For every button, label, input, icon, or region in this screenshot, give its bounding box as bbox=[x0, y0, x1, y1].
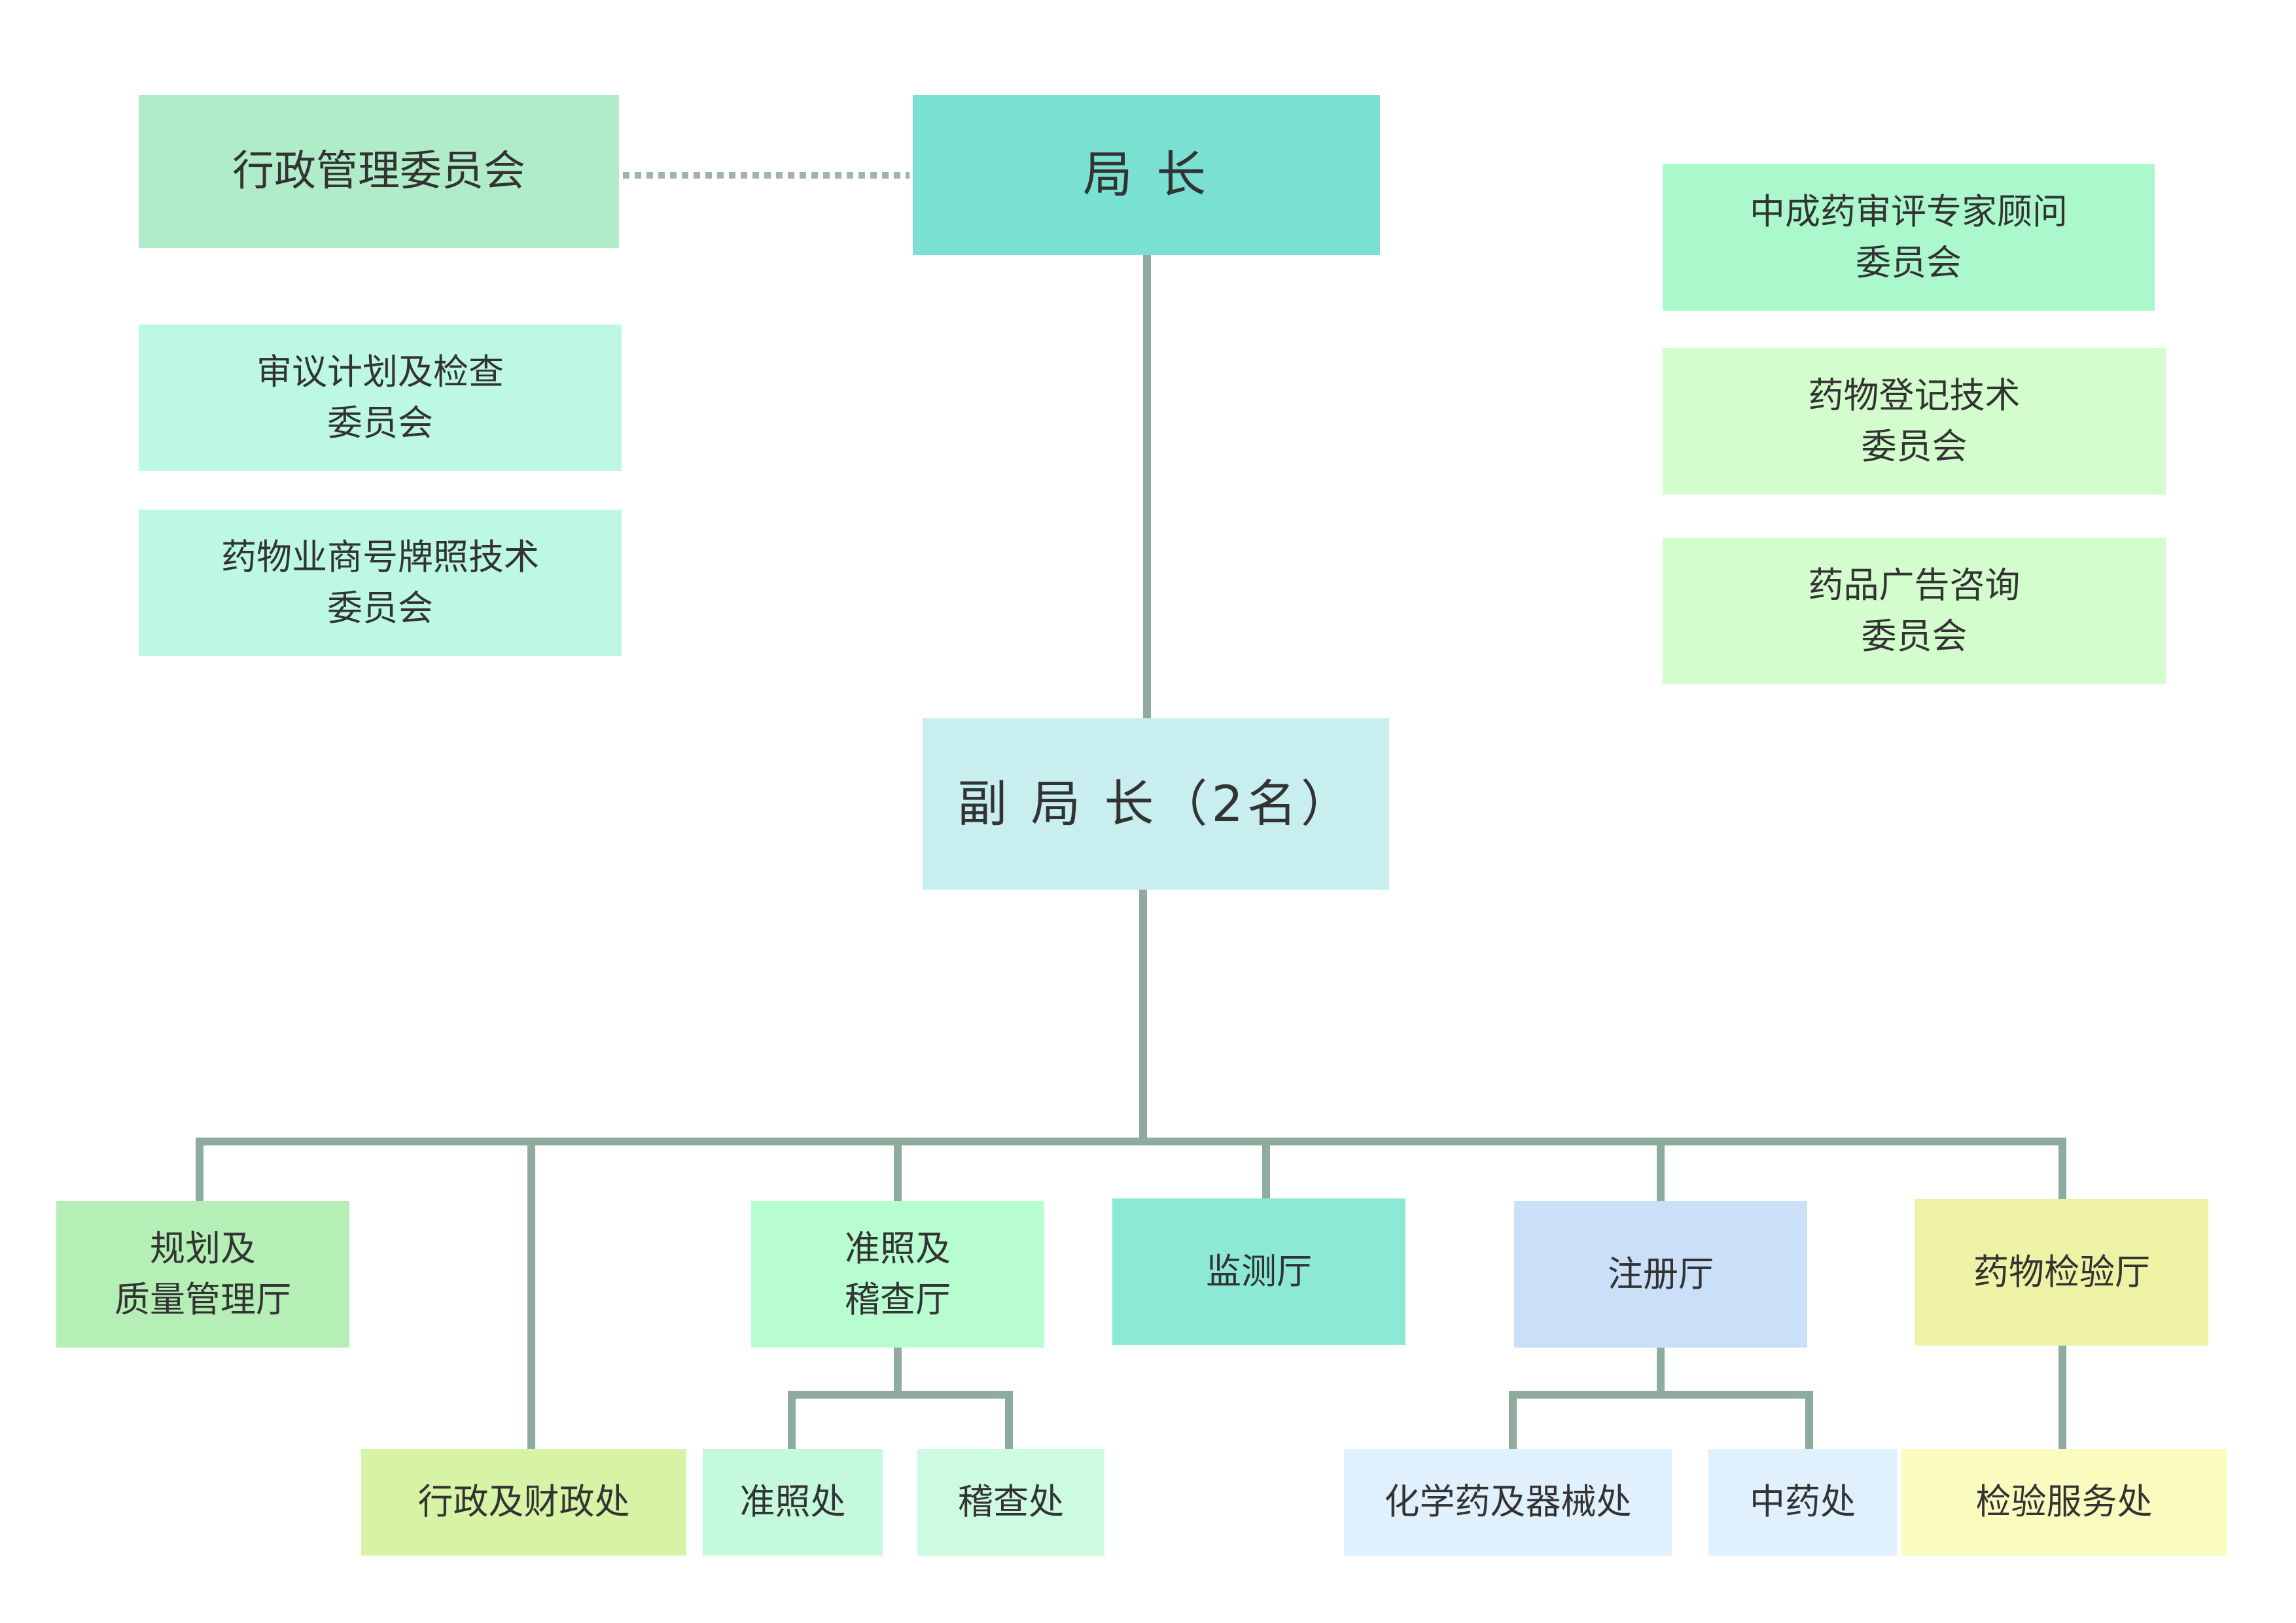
register-dept-box: 注册厅 bbox=[1514, 1201, 1807, 1348]
trade-committee-line2: 委员会 bbox=[327, 587, 433, 629]
tcm-office-box: 中药处 bbox=[1708, 1449, 1897, 1556]
tcm-office-label: 中药处 bbox=[1750, 1481, 1856, 1523]
monitoring-dept-label: 监测厅 bbox=[1206, 1250, 1312, 1292]
planning-dept-line1: 规划及 bbox=[150, 1227, 256, 1269]
registration-committee-line1: 药物登记技术 bbox=[1808, 374, 2021, 416]
planning-dept-line2: 质量管理厅 bbox=[115, 1279, 291, 1320]
admin-committee-label: 行政管理委员会 bbox=[232, 147, 525, 196]
trade-committee-line1: 药物业商号牌照技术 bbox=[221, 536, 539, 578]
testing-dept-box: 药物检验厅 bbox=[1915, 1199, 2208, 1346]
monitoring-dept-box: 监测厅 bbox=[1112, 1198, 1405, 1345]
chemical-office-box: 化学药及器械处 bbox=[1344, 1449, 1672, 1556]
admin-finance-office-label: 行政及财政处 bbox=[417, 1481, 630, 1523]
license-office-box: 准照处 bbox=[703, 1449, 883, 1556]
registration-committee-text: 药物登记技术 委员会 bbox=[1809, 370, 2021, 473]
licensing-dept-line1: 准照及 bbox=[845, 1227, 951, 1269]
deputy-box: 副 局 长（2名） bbox=[923, 718, 1389, 890]
licensing-dept-line2: 稽查厅 bbox=[845, 1279, 951, 1320]
review-committee-box: 审议计划及检查 委员会 bbox=[139, 324, 622, 471]
testing-office-label: 检验服务处 bbox=[1975, 1481, 2153, 1523]
director-label: 局 长 bbox=[1082, 145, 1210, 204]
licensing-dept-text: 准照及 稽查厅 bbox=[845, 1223, 951, 1326]
register-dept-label: 注册厅 bbox=[1608, 1253, 1714, 1295]
testing-office-box: 检验服务处 bbox=[1901, 1449, 2227, 1556]
trade-committee-text: 药物业商号牌照技术 委员会 bbox=[221, 532, 539, 635]
review-committee-line1: 审议计划及检查 bbox=[256, 351, 504, 393]
tcm-committee-text: 中成药审评专家顾问 委员会 bbox=[1750, 186, 2068, 289]
director-box: 局 长 bbox=[913, 95, 1380, 255]
testing-dept-label: 药物检验厅 bbox=[1973, 1251, 2150, 1293]
licensing-dept-box: 准照及 稽查厅 bbox=[751, 1201, 1044, 1348]
ad-committee-line2: 委员会 bbox=[1861, 616, 1968, 657]
ad-committee-box: 药品广告咨询 委员会 bbox=[1663, 538, 2166, 684]
admin-committee-box: 行政管理委员会 bbox=[139, 95, 619, 248]
review-committee-text: 审议计划及检查 委员会 bbox=[256, 347, 504, 449]
tcm-committee-box: 中成药审评专家顾问 委员会 bbox=[1663, 164, 2155, 311]
review-committee-line2: 委员会 bbox=[327, 402, 433, 444]
ad-committee-line1: 药品广告咨询 bbox=[1808, 564, 2021, 606]
inspection-office-box: 稽查处 bbox=[917, 1449, 1104, 1556]
tcm-committee-line2: 委员会 bbox=[1856, 242, 1962, 283]
license-office-label: 准照处 bbox=[739, 1481, 846, 1523]
admin-finance-office-box: 行政及财政处 bbox=[361, 1449, 686, 1556]
registration-committee-box: 药物登记技术 委员会 bbox=[1663, 348, 2166, 495]
planning-dept-text: 规划及 质量管理厅 bbox=[115, 1223, 291, 1326]
ad-committee-text: 药品广告咨询 委员会 bbox=[1809, 560, 2021, 663]
registration-committee-line2: 委员会 bbox=[1861, 426, 1968, 467]
inspection-office-label: 稽查处 bbox=[958, 1481, 1064, 1523]
planning-dept-box: 规划及 质量管理厅 bbox=[56, 1201, 349, 1348]
tcm-committee-line1: 中成药审评专家顾问 bbox=[1750, 190, 2068, 232]
trade-committee-box: 药物业商号牌照技术 委员会 bbox=[139, 510, 622, 656]
chemical-office-label: 化学药及器械处 bbox=[1384, 1481, 1632, 1523]
deputy-label: 副 局 长（2名） bbox=[957, 774, 1354, 833]
